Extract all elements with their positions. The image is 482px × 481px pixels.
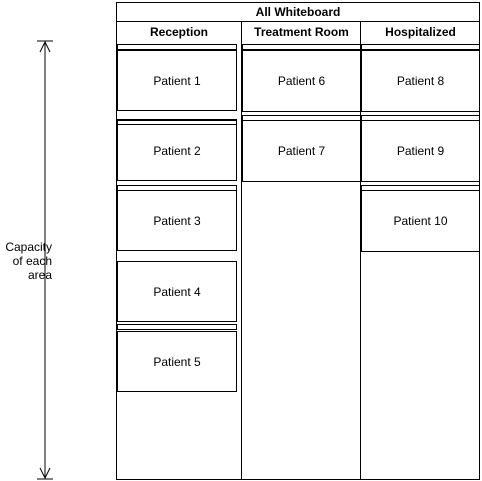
- patient-card[interactable]: Patient 6: [242, 50, 361, 112]
- capacity-label-line3: area: [27, 268, 52, 282]
- patient-card[interactable]: Patient 9: [361, 120, 480, 182]
- capacity-label: Capacity of each area: [0, 240, 52, 282]
- card-top-edge: [117, 324, 237, 330]
- column-header-reception: Reception: [149, 25, 208, 39]
- card-top-edge: [361, 44, 480, 50]
- capacity-label-line2: of each: [12, 254, 52, 268]
- patient-card[interactable]: Patient 1: [117, 50, 237, 111]
- column-reception: Reception Patient 1 Patient 2 Patient 3 …: [117, 22, 241, 479]
- patient-card[interactable]: Patient 10: [361, 190, 480, 252]
- column-header-treatment-room: Treatment Room: [254, 25, 349, 39]
- patient-card[interactable]: Patient 5: [117, 331, 237, 392]
- column-hospitalized: Hospitalized Patient 8 Patient 9 Patient…: [360, 22, 480, 479]
- card-top-edge: [117, 44, 237, 50]
- capacity-label-line1: Capacity: [5, 240, 52, 254]
- patient-card[interactable]: Patient 2: [117, 120, 237, 181]
- patient-card[interactable]: Patient 7: [242, 120, 361, 182]
- patient-card[interactable]: Patient 4: [117, 261, 237, 322]
- patient-card[interactable]: Patient 3: [117, 190, 237, 251]
- column-header-hospitalized: Hospitalized: [385, 25, 456, 39]
- whiteboard: All Whiteboard Reception Patient 1 Patie…: [116, 2, 480, 480]
- column-treatment-room: Treatment Room Patient 6 Patient 7: [241, 22, 361, 479]
- board-title: All Whiteboard: [117, 3, 479, 22]
- patient-card[interactable]: Patient 8: [361, 50, 480, 112]
